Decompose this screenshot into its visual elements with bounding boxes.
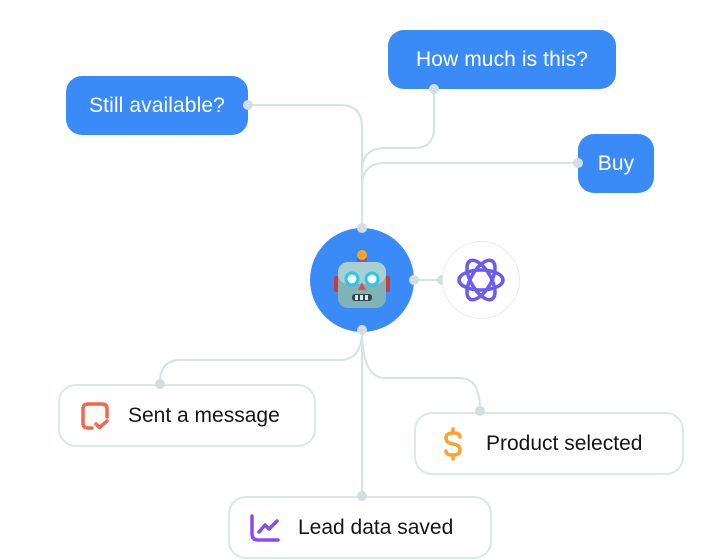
action-label: Lead data saved: [298, 515, 454, 539]
connector-dot: [573, 158, 583, 168]
message-label: How much is this?: [415, 47, 589, 71]
connector-dot: [409, 275, 419, 285]
connector-dot: [155, 379, 165, 389]
action-label: Sent a message: [128, 403, 280, 427]
message-bubble-how-much[interactable]: How much is this?: [388, 30, 616, 89]
action-card-product-selected[interactable]: Product selected: [414, 412, 684, 475]
dollar-icon: [436, 426, 470, 461]
action-card-sent-message[interactable]: Sent a message: [58, 384, 316, 447]
connector-dot: [357, 325, 367, 335]
message-check-icon: [78, 399, 112, 433]
openai-atom-icon: [457, 258, 505, 302]
action-label: Product selected: [486, 431, 643, 455]
action-card-lead-data-saved[interactable]: Lead data saved: [228, 496, 492, 559]
message-label: Still available?: [89, 93, 225, 117]
chatbot-node[interactable]: [310, 228, 414, 332]
ai-model-node[interactable]: [442, 241, 520, 319]
message-label: Buy: [597, 151, 635, 175]
connector-dot: [357, 223, 367, 233]
connector-dot: [475, 406, 485, 416]
message-bubble-buy[interactable]: Buy: [578, 134, 654, 193]
message-bubble-still-available[interactable]: Still available?: [66, 76, 248, 135]
robot-icon: [334, 250, 390, 308]
connector-dot: [357, 491, 367, 501]
connector-dot: [243, 100, 253, 110]
chart-line-icon: [248, 511, 282, 545]
connector-dot: [429, 84, 439, 94]
